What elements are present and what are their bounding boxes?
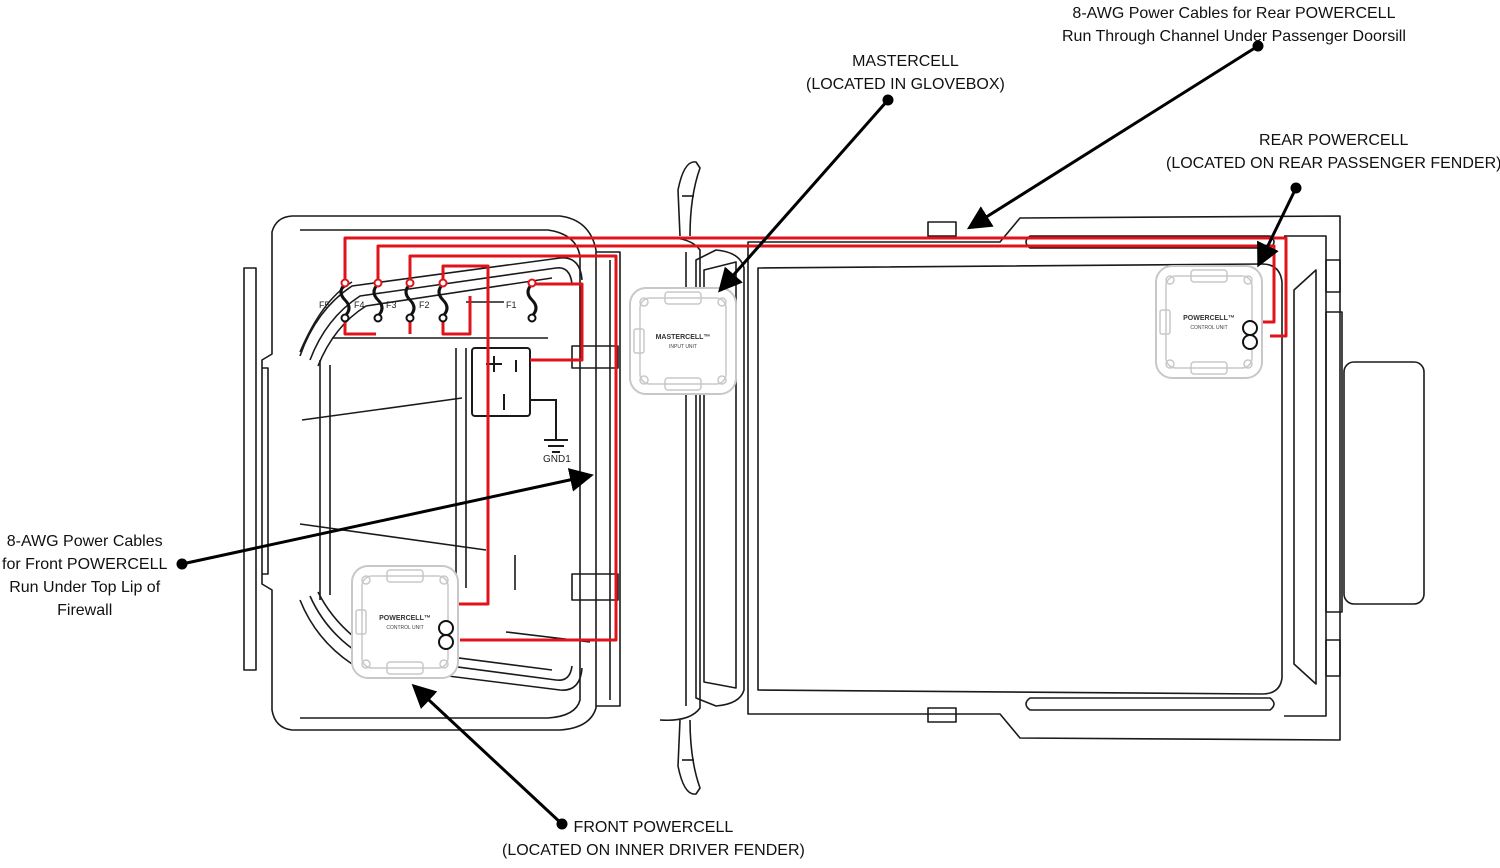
rear-powercell-unit: POWERCELL™ CONTROL UNIT [1155,265,1263,379]
battery [471,347,568,453]
unit-sub: CONTROL UNIT [1190,325,1227,331]
rear-cables-line1: 8-AWG Power Cables for Rear POWERCELL [1072,5,1396,22]
fuse-label: F1 [506,300,517,310]
leader-rear-cables-dot [1252,40,1264,52]
leader-mastercell [718,99,890,293]
leader-lines [176,40,1302,830]
front-powercell-line1: FRONT POWERCELL [573,819,734,836]
unit-name: POWERCELL™ [1183,315,1235,322]
fuse-layer: F5 F4 F3 F2 F1 [319,278,538,323]
front-cables-line2: for Front POWERCELL [2,556,168,573]
front-cables-line1: 8-AWG Power Cables [6,533,163,550]
fuse-f5: F5 [319,278,351,323]
fuse-f4: F4 [354,278,384,323]
fuse-f2: F2 [419,278,449,323]
front-powercell-callout: FRONT POWERCELL (LOCATED ON INNER DRIVER… [502,816,805,862]
leader-front-powercell [411,683,564,826]
front-powercell-unit: POWERCELL™ CONTROL UNIT [351,565,459,679]
rear-powercell-line1: REAR POWERCELL [1259,132,1409,149]
vehicle-outline [243,161,1425,795]
mastercell-line1: MASTERCELL [852,53,959,70]
leader-front-cables-dot [176,558,188,570]
fuse-label: F4 [354,300,365,310]
fuse-f3: F3 [386,278,416,323]
unit-layer: MASTERCELL™ INPUT UNIT POWERCELL™ CONTROL U… [351,265,1263,679]
ground-label: GND1 [543,454,571,465]
leader-front-cables [181,468,594,566]
front-cables-callout: 8-AWG Power Cables for Front POWERCELL R… [2,530,167,622]
mastercell-callout: MASTERCELL (LOCATED IN GLOVEBOX) [806,50,1005,96]
fuse-label: F5 [319,300,330,310]
fuse-label: F3 [386,300,397,310]
front-cables-line4: Firewall [57,602,113,619]
fuse-label: F2 [419,300,430,310]
unit-sub: INPUT UNIT [669,344,697,350]
fuse-f1: F1 [506,278,538,323]
mastercell-unit: MASTERCELL™ INPUT UNIT [629,287,737,395]
leader-rear-powercell-dot [1290,182,1302,194]
fuse-block [299,281,548,353]
rear-cables-line2: Run Through Channel Under Passenger Door… [1062,28,1406,45]
red-wiring [343,236,1288,642]
rear-cables-callout: 8-AWG Power Cables for Rear POWERCELL Ru… [1062,2,1406,48]
leader-mastercell-dot [882,94,894,106]
leader-rear-cables [966,44,1259,230]
unit-name: POWERCELL™ [379,615,431,622]
rear-powercell-line2: (LOCATED ON REAR PASSENGER FENDER) [1166,155,1500,172]
front-cables-line3: Run Under Top Lip of [9,579,161,596]
unit-name: MASTERCELL™ [656,334,711,341]
rear-powercell-callout: REAR POWERCELL (LOCATED ON REAR PASSENGE… [1166,129,1500,175]
leader-rear-powercell [1257,187,1298,268]
leader-front-powercell-dot [556,818,568,830]
unit-sub: CONTROL UNIT [386,625,423,631]
mastercell-line2: (LOCATED IN GLOVEBOX) [806,76,1005,93]
front-powercell-line2: (LOCATED ON INNER DRIVER FENDER) [502,842,805,859]
